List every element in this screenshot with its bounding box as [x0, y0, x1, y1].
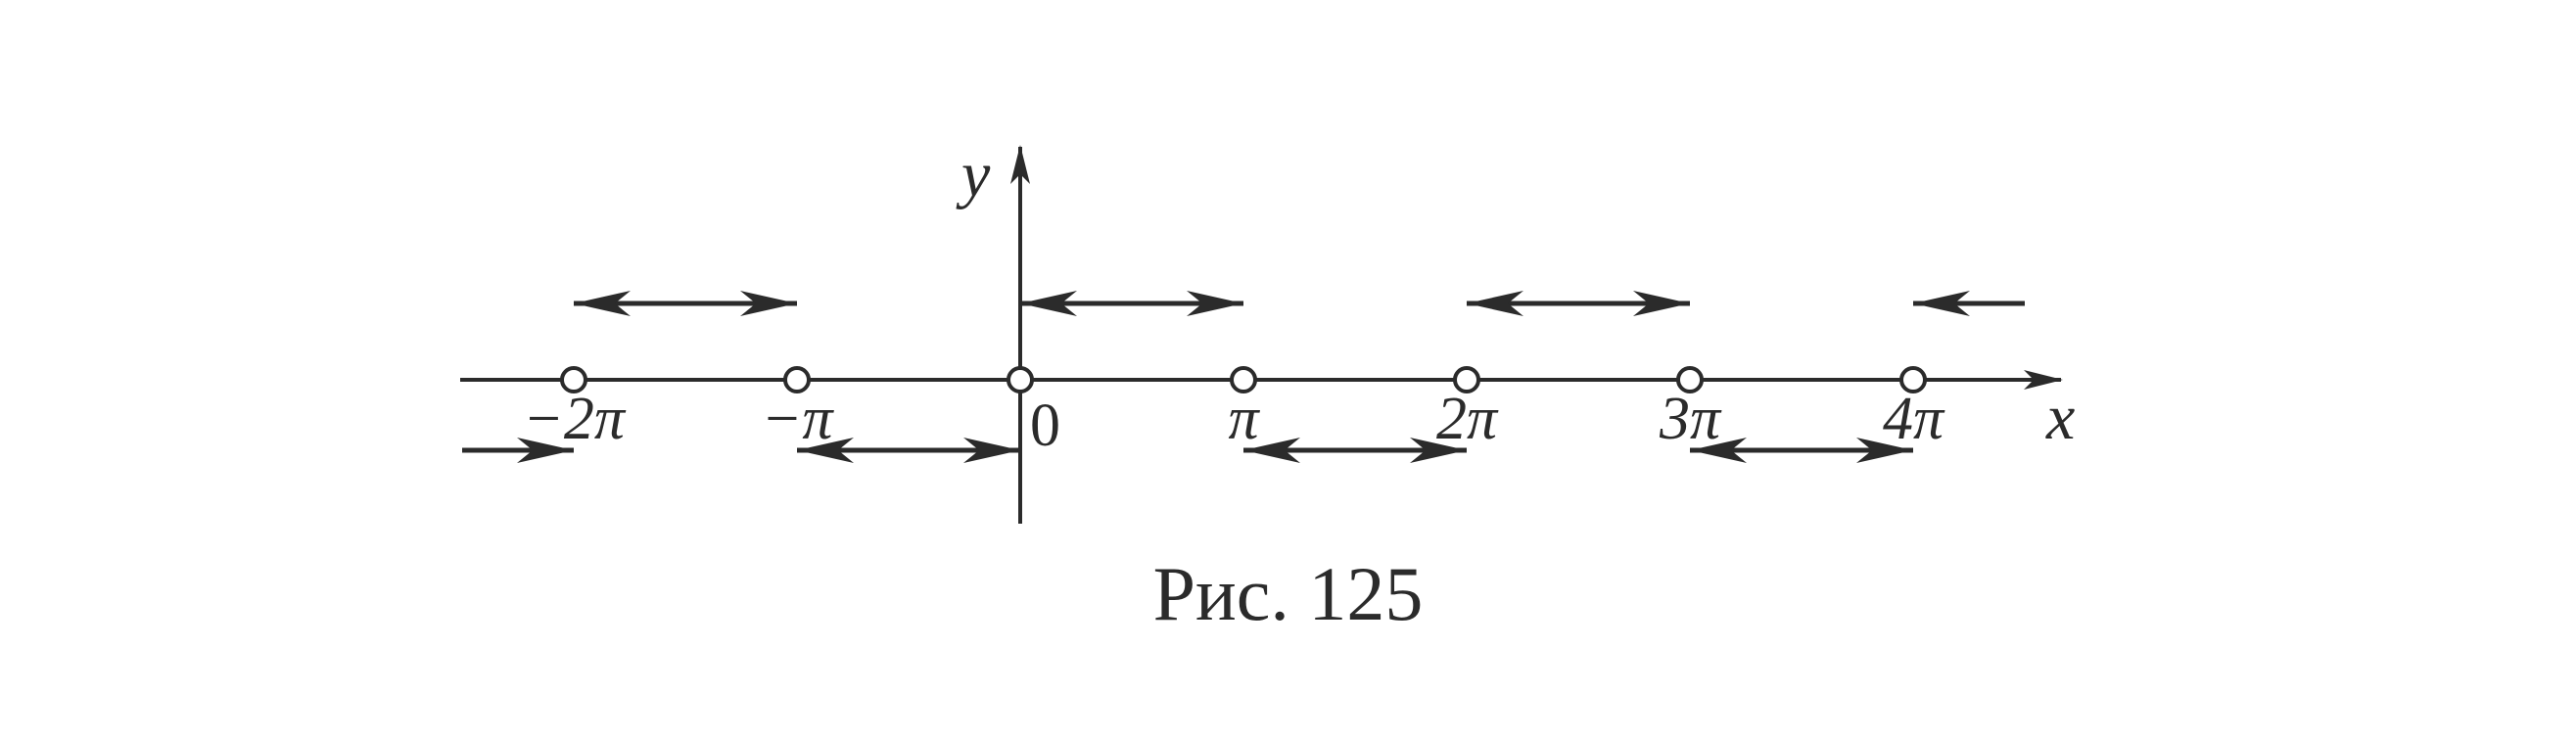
arrowhead-left	[574, 291, 631, 316]
equilibrium-point	[1230, 366, 1257, 393]
arrowhead-left	[1467, 291, 1523, 316]
equilibrium-point	[1676, 366, 1704, 393]
direction-arrow	[1020, 291, 1243, 316]
point-label: 3π	[1659, 386, 1722, 452]
arrowhead-left	[1690, 438, 1747, 463]
arrowhead-left	[1243, 438, 1300, 463]
direction-arrow	[462, 438, 574, 463]
point-label: π	[1228, 386, 1260, 452]
equilibrium-point	[1007, 366, 1034, 393]
equilibrium-point	[560, 366, 587, 393]
arrowhead-right	[1633, 291, 1690, 316]
equilibrium-point	[1453, 366, 1480, 393]
direction-arrow	[1913, 291, 2025, 316]
point-label: −2π	[523, 386, 627, 452]
equilibrium-point	[783, 366, 811, 393]
arrowhead-right	[963, 438, 1020, 463]
arrowhead-right	[517, 438, 574, 463]
direction-arrow	[797, 438, 1020, 463]
figure-caption: Рис. 125	[1152, 551, 1424, 636]
direction-arrow	[1690, 438, 1913, 463]
arrowhead-right	[1856, 438, 1913, 463]
equilibrium-points: −2π −π π 2π 3π 4π	[523, 366, 1945, 452]
direction-arrow	[1467, 291, 1690, 316]
point-label: 4π	[1883, 386, 1945, 452]
arrowhead-left	[1020, 291, 1077, 316]
direction-arrow	[1243, 438, 1467, 463]
direction-arrow	[574, 291, 797, 316]
point-label: 2π	[1436, 386, 1499, 452]
y-axis-label: y	[956, 139, 991, 210]
arrowhead-right	[1187, 291, 1243, 316]
direction-arrows	[462, 291, 2025, 463]
origin-label: 0	[1030, 393, 1060, 459]
point-label: −π	[762, 386, 835, 452]
x-axis-label: x	[2045, 382, 2075, 453]
arrowhead-right	[740, 291, 797, 316]
arrowhead-left	[797, 438, 854, 463]
equilibrium-point	[1899, 366, 1927, 393]
arrowhead-left	[1913, 291, 1970, 316]
arrowhead-right	[1410, 438, 1467, 463]
